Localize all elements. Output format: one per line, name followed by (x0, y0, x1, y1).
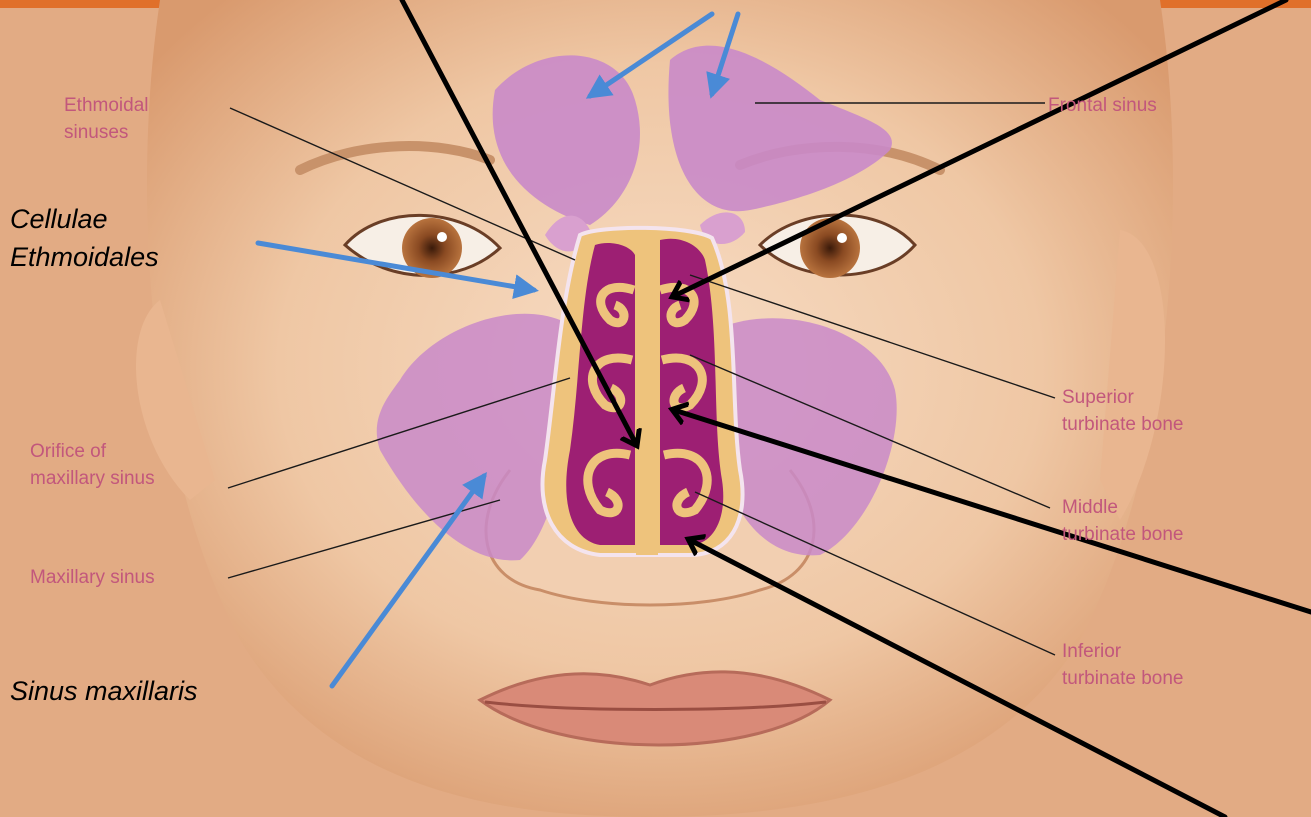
label-inferior-turbinate-bone: Inferior turbinate bone (1062, 638, 1184, 692)
label-sinus-maxillaris: Sinus maxillaris (10, 672, 198, 710)
label-ethmoidal-sinuses: Ethmoidal sinuses (64, 92, 149, 146)
label-superior-turbinate-bone: Superior turbinate bone (1062, 384, 1184, 438)
label-middle-turbinate-bone: Middle turbinate bone (1062, 494, 1184, 548)
nasal-septum (636, 235, 658, 555)
label-frontal-sinus: Frontal sinus (1048, 92, 1157, 119)
label-orifice-maxillary-sinus: Orifice of maxillary sinus (30, 438, 155, 492)
label-cellulae-ethmoidales: Cellulae Ethmoidales (10, 200, 159, 276)
label-maxillary-sinus: Maxillary sinus (30, 564, 155, 591)
